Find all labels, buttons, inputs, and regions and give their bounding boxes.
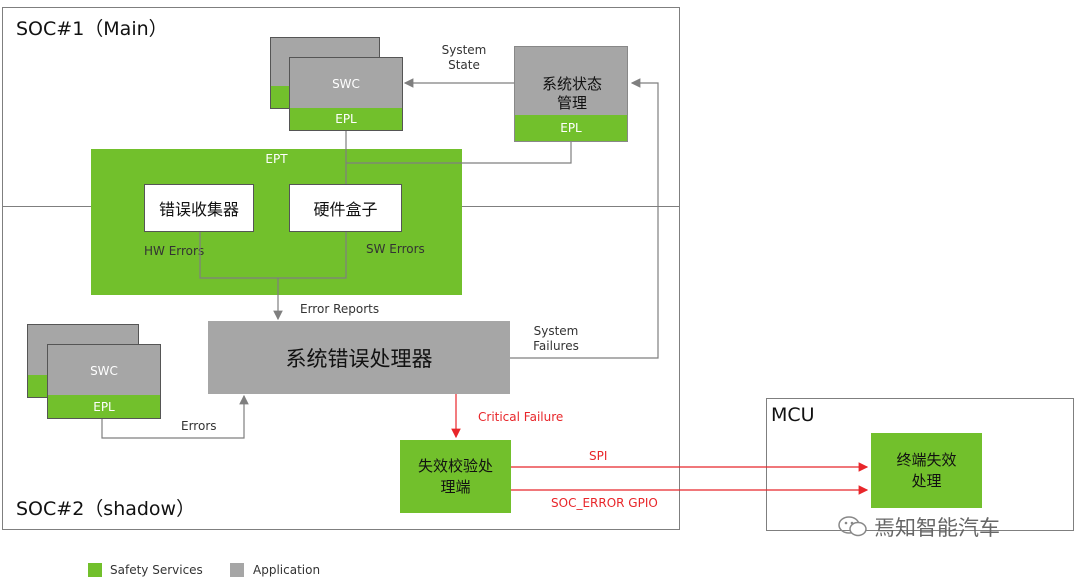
hw-box: 硬件盒子	[289, 184, 402, 232]
fail-check-box: 失效校验处理端	[400, 440, 511, 513]
soc-outer-frame	[2, 7, 680, 530]
sw-errors-label: SW Errors	[366, 242, 425, 256]
errors-arrow	[101, 394, 249, 439]
swc-top-epl: EPL	[290, 108, 402, 130]
swc-bottom-epl: EPL	[48, 395, 160, 418]
terminal-box: 终端失效处理	[871, 433, 982, 508]
wechat-icon	[838, 516, 867, 537]
legend-safety-label: Safety Services	[110, 563, 203, 577]
system-failures-label: System Failures	[533, 324, 579, 353]
soc-error-gpio-label: SOC_ERROR GPIO	[551, 496, 658, 510]
fail-check-label: 失效校验处理端	[417, 456, 493, 496]
swc-top-label: SWC	[332, 77, 360, 91]
legend-application-swatch	[230, 563, 244, 577]
watermark-text: 焉知智能汽车	[874, 516, 1000, 540]
error-handler-label: 系统错误处理器	[285, 346, 433, 371]
watermark: 焉知智能汽车	[838, 512, 1000, 542]
mcu-title: MCU	[771, 404, 815, 426]
legend-safety-swatch	[88, 563, 102, 577]
state-to-ept-line	[346, 142, 572, 164]
state-mgr-label: 系统状态管理	[541, 75, 602, 112]
error-reports-label: Error Reports	[300, 302, 380, 316]
legend-application-label: Application	[253, 563, 321, 577]
mcu-frame	[766, 398, 1074, 531]
critical-failure-label: Critical Failure	[478, 410, 564, 424]
errors-label: Errors	[181, 419, 217, 433]
swc-bottom: SWC EPL	[47, 344, 161, 419]
soc1-title: SOC#1（Main）	[16, 18, 168, 40]
state-mgr-box: 系统状态管理 EPL	[514, 46, 628, 142]
terminal-label: 终端失效处理	[896, 450, 957, 490]
ept-label: EPT	[265, 152, 288, 166]
hw-errors-label: HW Errors	[144, 244, 205, 258]
error-collector-label: 错误收集器	[158, 200, 239, 219]
spi-label: SPI	[589, 449, 608, 463]
sw-errors-line	[278, 232, 347, 279]
state-mgr-epl: EPL	[515, 115, 627, 141]
error-handler-box: 系统错误处理器	[208, 321, 510, 394]
soc2-title: SOC#2（shadow）	[16, 498, 196, 520]
error-collector-box: 错误收集器	[144, 184, 254, 232]
swc-bottom-label: SWC	[90, 364, 118, 378]
system-failures-arrow	[510, 78, 659, 359]
hw-box-label: 硬件盒子	[313, 200, 378, 219]
swc-top: SWC EPL	[289, 57, 403, 131]
system-state-label: System State	[441, 43, 487, 72]
hw-errors-line	[199, 232, 278, 279]
